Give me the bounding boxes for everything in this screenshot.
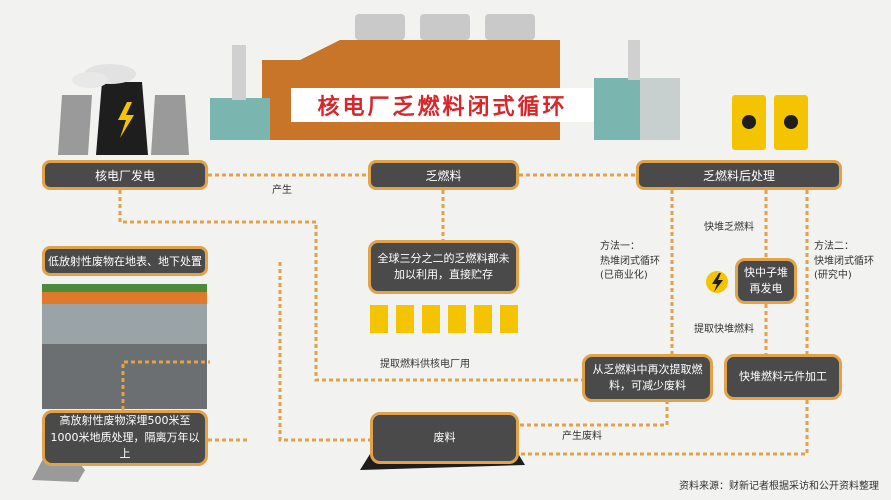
node-low-waste: 低放射性废物在地表、地下处置	[42, 246, 208, 276]
cooling-towers-illustration	[58, 64, 189, 155]
node-high-waste: 高放射性废物深埋500米至1000米地质处理，隔离万年以上	[42, 410, 208, 466]
label-extract-fast-fuel: 提取快堆燃料	[694, 323, 754, 338]
label-produce-waste: 产生废料	[562, 430, 602, 445]
label-method2: 方法二： 快堆闭式循环 (研究中)	[814, 240, 874, 284]
label-fast-spent-fuel: 快堆乏燃料	[704, 221, 754, 236]
label-method1: 方法一： 热堆闭式循环 (已商业化)	[600, 240, 660, 284]
diagram-title: 核电厂乏燃料闭式循环	[291, 88, 594, 122]
node-reextract: 从乏燃料中再次提取燃料，可减少废料	[582, 354, 713, 402]
node-waste: 废料	[370, 412, 519, 464]
barrels-storage-illustration	[370, 305, 518, 333]
node-fast-fuel-processing: 快堆燃料元件加工	[724, 354, 842, 400]
label-produce: 产生	[272, 184, 292, 199]
node-post-processing: 乏燃料后处理	[636, 160, 842, 190]
lightning-icon	[706, 271, 728, 293]
barrels-top-illustration	[732, 95, 808, 150]
node-spent-fuel: 乏燃料	[368, 160, 519, 190]
node-power-plant: 核电厂发电	[42, 160, 208, 190]
node-fast-reactor: 快中子堆再发电	[735, 258, 797, 304]
node-storage: 全球三分之二的乏燃料都未加以利用，直接贮存	[368, 240, 519, 294]
label-extract-for-plant: 提取燃料供核电厂用	[380, 358, 470, 373]
source-note: 资料来源：财新记者根据采访和公开资料整理	[679, 477, 879, 492]
